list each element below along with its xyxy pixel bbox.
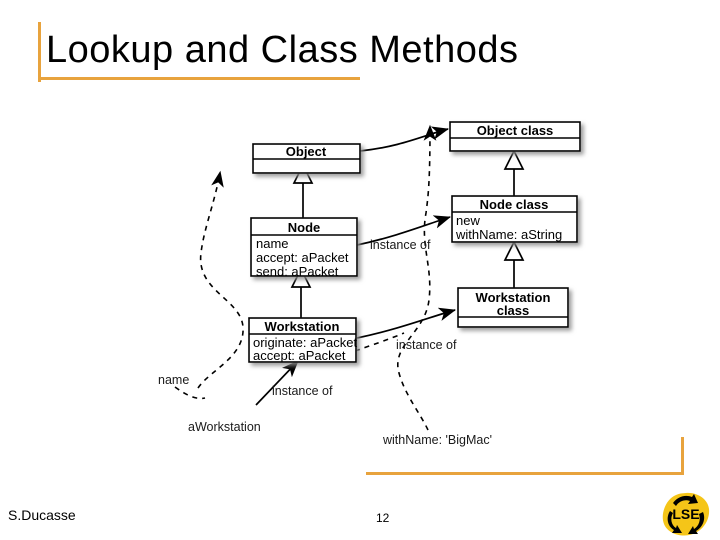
uml-class-workstation-class-name-line2: class xyxy=(497,303,530,318)
instance-of-arrow-workstation xyxy=(356,307,456,339)
object-label-name: name xyxy=(158,373,189,387)
instance-of-label-workstation: instance of xyxy=(396,338,457,352)
title-accent-underline xyxy=(38,77,360,80)
page-title: Lookup and Class Methods xyxy=(46,29,519,71)
lookup-curve-workstation-tail xyxy=(354,332,405,352)
uml-class-workstation-class[interactable]: Workstation class xyxy=(457,287,569,328)
lse-logo-recycle-blob: LSE xyxy=(662,492,710,536)
uml-class-workstation-class-name-line1: Workstation xyxy=(476,290,551,305)
instance-of-arrow-aworkstation xyxy=(255,360,299,406)
instance-of-label-node: instance of xyxy=(370,238,431,252)
uml-class-node-member-1: accept: aPacket xyxy=(256,250,349,265)
lookup-curve-right xyxy=(396,124,437,431)
lse-logo: LSE xyxy=(660,490,712,538)
uml-class-node-member-0: name xyxy=(256,236,289,251)
uml-class-node-name: Node xyxy=(288,220,321,235)
uml-class-workstation-member-0: originate: aPacket xyxy=(253,335,357,350)
generalization-node-to-object xyxy=(292,163,314,218)
instance-of-arrow-node xyxy=(356,215,451,246)
uml-class-node-class[interactable]: Node class new withName: aString xyxy=(451,195,578,243)
uml-class-object-name: Object xyxy=(286,144,327,159)
generalization-nodeclass-to-objectclass xyxy=(503,149,525,196)
uml-diagram: Object Node name accept: aPacket send: a… xyxy=(0,95,720,455)
instance-of-arrow-object xyxy=(359,126,449,152)
uml-class-node-class-member-0: new xyxy=(456,213,480,228)
uml-class-node[interactable]: Node name accept: aPacket send: aPacket xyxy=(250,217,358,279)
uml-class-workstation[interactable]: Workstation originate: aPacket accept: a… xyxy=(248,317,357,363)
uml-class-node-member-2: send: aPacket xyxy=(256,264,339,279)
uml-class-node-class-member-1: withName: aString xyxy=(455,227,562,242)
lookup-curve-left xyxy=(174,170,244,400)
generalization-workstationclass-to-nodeclass xyxy=(503,240,525,288)
footer-accent-rule xyxy=(366,472,684,475)
uml-class-node-class-name: Node class xyxy=(480,197,549,212)
footer-page-number: 12 xyxy=(376,511,390,525)
uml-class-workstation-member-1: accept: aPacket xyxy=(253,348,346,363)
title-accent-vertical-bar xyxy=(38,22,41,82)
object-label-aworkstation: aWorkstation xyxy=(188,420,261,434)
instance-of-label-aworkstation: instance of xyxy=(272,384,333,398)
footer-author: S.Ducasse xyxy=(8,507,76,523)
uml-class-object[interactable]: Object xyxy=(252,143,361,174)
lse-logo-text: LSE xyxy=(672,506,699,522)
uml-class-workstation-name: Workstation xyxy=(265,319,340,334)
footer-accent-vertical-bar xyxy=(681,437,684,475)
generalization-workstation-to-node xyxy=(290,267,312,318)
uml-class-object-class-name: Object class xyxy=(477,123,554,138)
object-label-withname-bigmac: withName: 'BigMac' xyxy=(382,433,492,447)
uml-class-object-class[interactable]: Object class xyxy=(449,121,581,152)
